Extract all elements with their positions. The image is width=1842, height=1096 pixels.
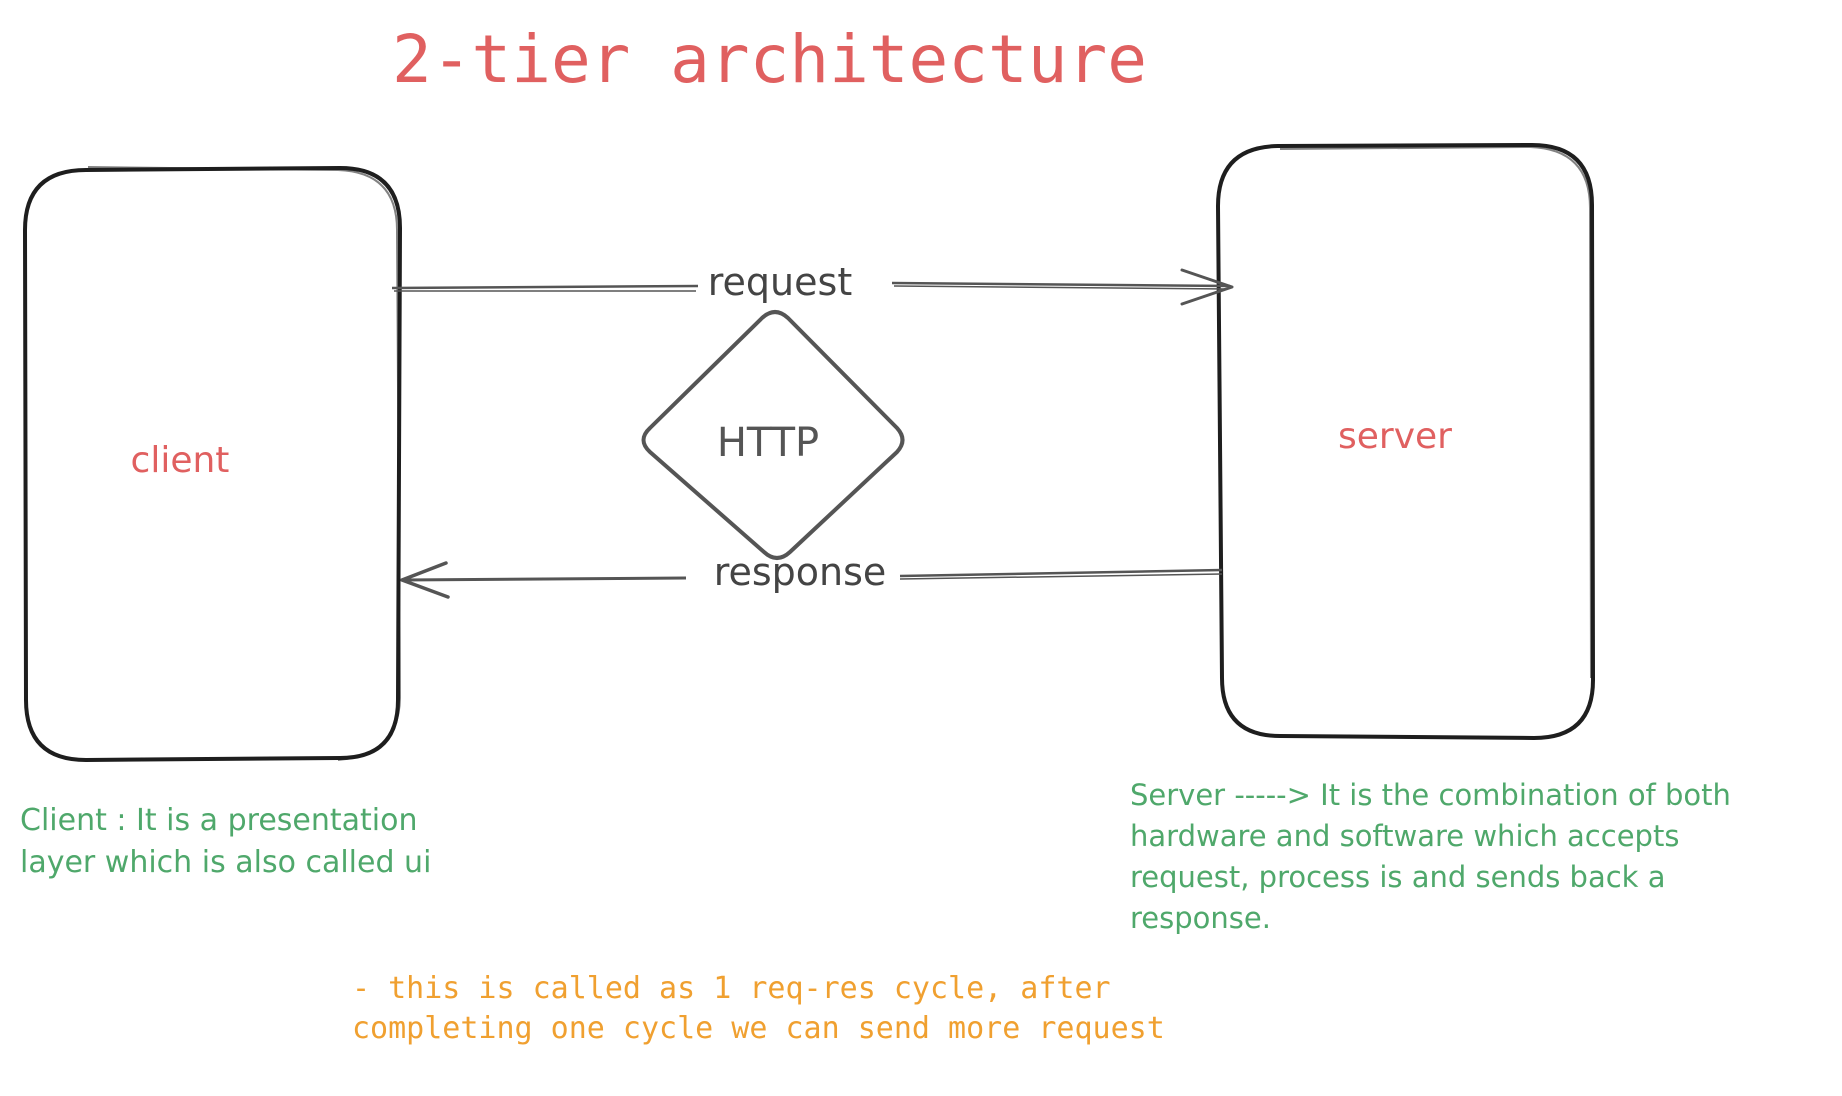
response-label: response	[714, 550, 887, 594]
request-line-right	[891, 281, 1231, 288]
diagram-title: 2-tier architecture	[392, 21, 1147, 98]
request-arrowhead	[1180, 268, 1234, 306]
response-arrowhead	[400, 561, 450, 599]
client-note-line-1: Client : It is a presentation	[20, 803, 418, 838]
response-line-left	[401, 576, 687, 582]
server-note-line-1: Server -----> It is the combination of b…	[1130, 778, 1731, 812]
client-note: Client : It is a presentation layer whic…	[20, 803, 431, 880]
http-diamond-outline	[641, 310, 905, 560]
cycle-note-line-2: completing one cycle we can send more re…	[352, 1011, 1165, 1046]
server-box-outline	[1216, 143, 1595, 740]
request-line-right-sketch	[893, 285, 1229, 290]
client-box-outline-sketch	[87, 166, 402, 761]
cycle-note-line-1: - this is called as 1 req-res cycle, aft…	[352, 971, 1111, 1006]
server-note-line-4: response.	[1130, 901, 1271, 935]
client-label: client	[131, 440, 230, 481]
server-note-line-3: request, process is and sends back a	[1130, 860, 1665, 894]
server-note-line-2: hardware and software which accepts	[1130, 819, 1679, 853]
request-label: request	[708, 260, 852, 304]
server-box: server	[1216, 143, 1595, 740]
client-box-outline	[23, 166, 402, 762]
http-diamond: HTTP	[641, 310, 905, 560]
request-line-left	[391, 284, 699, 290]
cycle-note: - this is called as 1 req-res cycle, aft…	[352, 971, 1165, 1046]
server-note: Server -----> It is the combination of b…	[1130, 778, 1731, 935]
server-box-outline-sketch	[1279, 145, 1592, 679]
http-label: HTTP	[717, 420, 819, 466]
server-label: server	[1338, 416, 1452, 457]
response-arrow: response	[400, 550, 1223, 599]
client-box: client	[23, 166, 402, 762]
response-line-right-sketch	[899, 573, 1223, 580]
client-note-line-2: layer which is also called ui	[20, 845, 431, 880]
request-arrow: request	[391, 260, 1234, 306]
response-line-right	[899, 568, 1223, 578]
